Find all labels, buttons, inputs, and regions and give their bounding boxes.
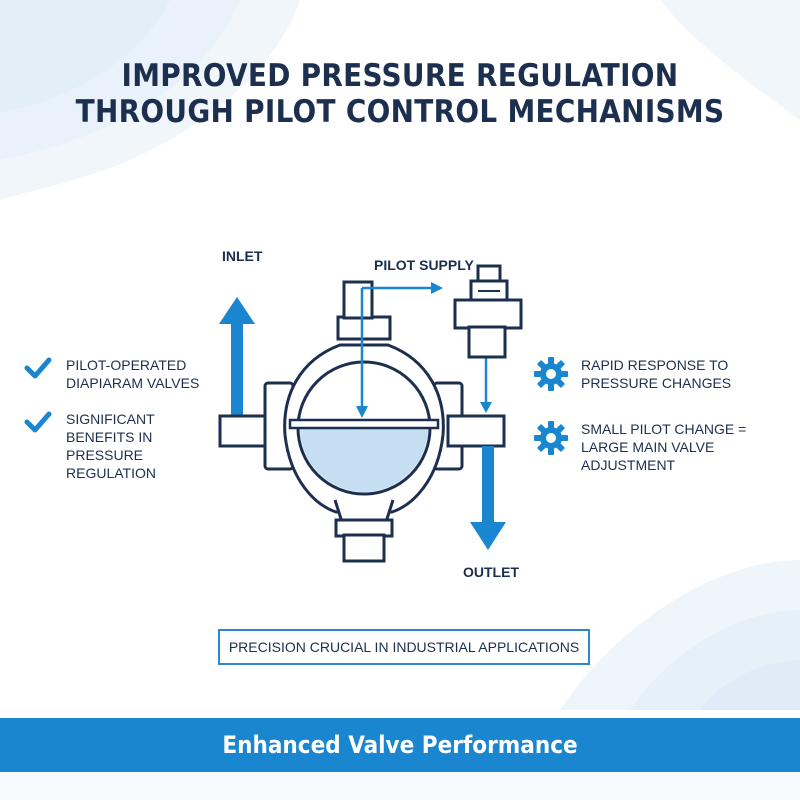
- page-title: IMPROVED PRESSURE REGULATION THROUGH PIL…: [0, 58, 800, 130]
- gear-icon: [534, 421, 568, 455]
- title-line-1: IMPROVED PRESSURE REGULATION: [121, 58, 679, 94]
- precision-callout: PRECISION CRUCIAL IN INDUSTRIAL APPLICAT…: [218, 629, 590, 665]
- right-point-1-text: RAPID RESPONSE TO PRESSURE CHANGES: [581, 357, 732, 391]
- outlet-label: OUTLET: [463, 564, 519, 580]
- inlet-arrow: [219, 297, 255, 418]
- gear-icon: [534, 357, 568, 391]
- pilot-valve: [453, 264, 523, 359]
- fluid-region: [300, 427, 428, 492]
- title-line-2: THROUGH PILOT CONTROL MECHANISMS: [75, 94, 725, 130]
- left-point-1: PILOT-OPERATED DIAPIARAM VALVES: [24, 356, 224, 392]
- diaphragm: [288, 418, 440, 430]
- banner-text: Enhanced Valve Performance: [222, 731, 578, 759]
- check-icon: [24, 357, 52, 379]
- right-point-1: RAPID RESPONSE TO PRESSURE CHANGES: [533, 356, 773, 392]
- left-point-1-text: PILOT-OPERATED DIAPIARAM VALVES: [66, 357, 200, 391]
- left-point-2: SIGNIFICANT BENEFITS IN PRESSURE REGULAT…: [24, 410, 224, 482]
- bottom-plug: [342, 533, 386, 563]
- outlet-pipe: [446, 414, 506, 448]
- right-point-2: SMALL PILOT CHANGE = LARGE MAIN VALVE AD…: [533, 420, 773, 474]
- outlet-arrow: [470, 446, 506, 550]
- bottom-banner: Enhanced Valve Performance: [0, 718, 800, 772]
- right-point-2-text: SMALL PILOT CHANGE = LARGE MAIN VALVE AD…: [581, 421, 747, 473]
- top-cap: [336, 315, 392, 341]
- pilot-line-arrows: [356, 282, 492, 418]
- check-icon: [24, 411, 52, 433]
- pilot-supply-label: PILOT SUPPLY: [374, 257, 474, 273]
- left-point-2-text: SIGNIFICANT BENEFITS IN PRESSURE REGULAT…: [66, 411, 156, 481]
- inlet-label: INLET: [222, 248, 263, 264]
